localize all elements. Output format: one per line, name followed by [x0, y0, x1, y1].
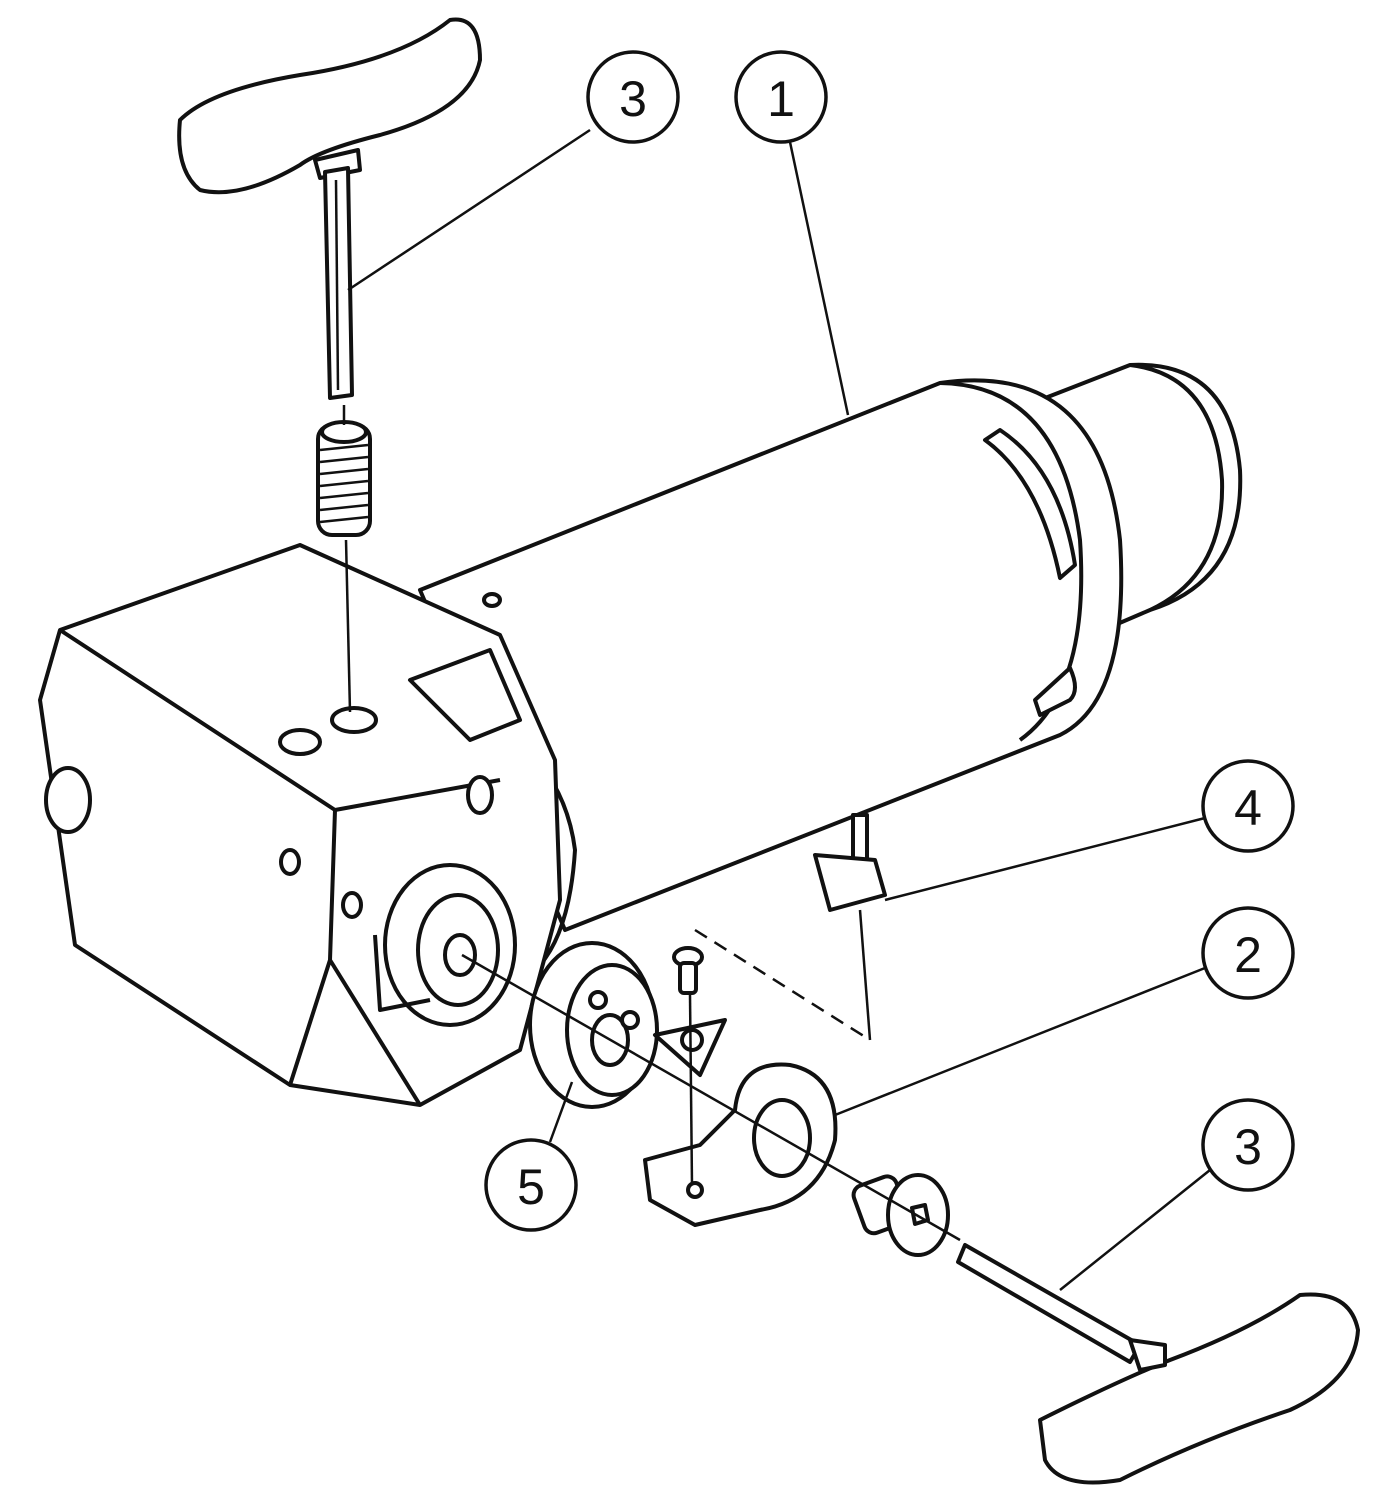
body-slot [983, 428, 1077, 580]
main-body-cylinder [409, 378, 1124, 967]
small-hole [279, 848, 301, 876]
insert-screw [672, 946, 704, 995]
callout-label: 3 [1234, 1119, 1262, 1175]
callout-4: 4 [1201, 759, 1295, 853]
callout-5: 5 [484, 1138, 578, 1232]
set-screw [316, 405, 372, 713]
head-block [38, 543, 562, 1107]
torx-key [813, 813, 887, 1041]
body-hole [482, 592, 502, 608]
clamp [643, 1062, 838, 1227]
top-hole-screw [330, 706, 378, 734]
callout-label: 5 [517, 1159, 545, 1215]
insert-axis [688, 994, 694, 1186]
side-hole [44, 766, 92, 834]
eccentric-disc [528, 941, 659, 1109]
top-hole [278, 728, 322, 756]
t-handle-key-top [177, 17, 482, 400]
callout-3-bottom: 3 [1201, 1098, 1295, 1192]
leader-lines [347, 128, 1211, 1291]
callout-label: 2 [1234, 927, 1262, 983]
callout-1: 1 [734, 50, 828, 144]
callout-label: 1 [767, 71, 795, 127]
t-handle-key-bottom [956, 1243, 1360, 1485]
assembly-axis [461, 953, 961, 1242]
seat-bore [443, 933, 477, 977]
callout-label: 3 [619, 71, 647, 127]
callout-3-top: 3 [586, 50, 680, 144]
callout-label: 4 [1234, 780, 1262, 836]
callout-2: 2 [1201, 906, 1295, 1000]
body-slot-lower [1033, 666, 1077, 717]
small-hole [341, 891, 363, 919]
dashed-assembly-line [694, 928, 871, 1042]
small-hole [466, 775, 494, 815]
